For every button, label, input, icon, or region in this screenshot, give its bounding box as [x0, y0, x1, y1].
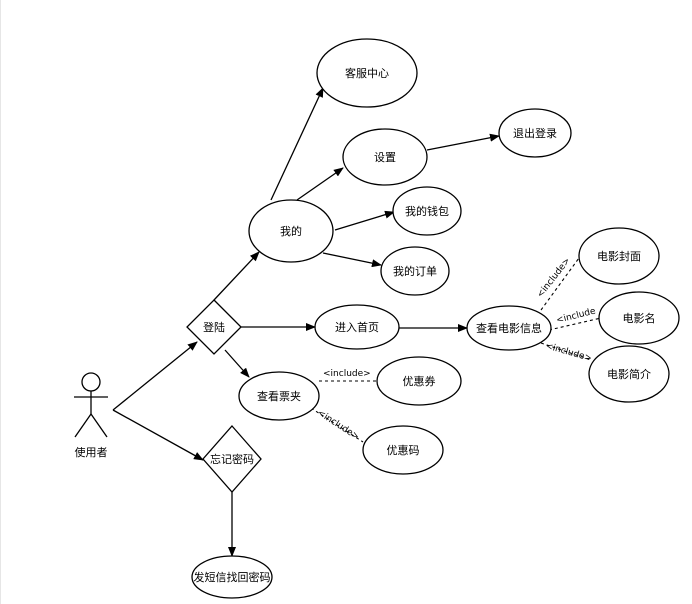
- include-label-coupon-code: <include>: [315, 408, 360, 442]
- customer-service-label: 客服中心: [345, 66, 389, 80]
- use-case-wallet[interactable]: 我的钱包: [392, 186, 462, 236]
- include-label-intro: <include>: [544, 341, 593, 364]
- movie-cover-label: 电影封面: [597, 249, 641, 263]
- use-case-mine[interactable]: 我的: [248, 199, 334, 263]
- actor-figure: [74, 372, 108, 438]
- coupon-code-label: 优惠码: [387, 443, 420, 457]
- wallet-label: 我的钱包: [405, 204, 449, 218]
- edge-mine-service: [270, 87, 324, 201]
- movie-info-label: 查看电影信息: [476, 321, 542, 335]
- include-edge-coupon-code: [310, 407, 364, 443]
- use-case-coupon-code[interactable]: 优惠码: [362, 425, 444, 475]
- use-case-customer-service[interactable]: 客服中心: [316, 38, 418, 108]
- edge-mine-orders: [322, 252, 382, 268]
- include-edge-name: [548, 317, 602, 331]
- edge-mine-settings: [296, 167, 344, 201]
- use-case-logout[interactable]: 退出登录: [498, 108, 572, 158]
- edge-login-tickets: [224, 349, 250, 378]
- login-node[interactable]: 登陆: [186, 299, 242, 355]
- use-case-orders[interactable]: 我的订单: [380, 246, 450, 296]
- settings-label: 设置: [374, 151, 396, 164]
- edge-login-mine: [213, 251, 260, 301]
- use-case-settings[interactable]: 设置: [342, 128, 428, 186]
- include-edges: [310, 257, 602, 443]
- include-edge-intro: [540, 342, 592, 361]
- mine-label: 我的: [280, 224, 302, 238]
- use-case-home[interactable]: 进入首页: [314, 304, 400, 350]
- movie-name-label: 电影名: [623, 311, 656, 325]
- edge-mine-wallet: [334, 210, 395, 231]
- use-case-tickets[interactable]: 查看票夹: [238, 371, 320, 421]
- login-label: 登陆: [203, 320, 225, 334]
- edges: [112, 87, 500, 557]
- use-case-movie-name[interactable]: 电影名: [598, 291, 680, 345]
- use-case-movie-cover[interactable]: 电影封面: [578, 227, 660, 285]
- actor-label: 使用者: [75, 446, 108, 459]
- use-case-movie-intro[interactable]: 电影简介: [588, 345, 670, 403]
- edge-settings-logout: [426, 133, 500, 151]
- actor-head: [81, 372, 101, 392]
- edge-actor-forgot: [112, 409, 204, 461]
- use-case-movie-info[interactable]: 查看电影信息: [466, 305, 552, 351]
- coupon-ticket-label: 优惠券: [403, 374, 436, 388]
- logout-label: 退出登录: [513, 126, 557, 140]
- include-label-coupon-ticket: <include>: [323, 369, 371, 379]
- use-case-coupon-ticket[interactable]: 优惠券: [376, 356, 462, 406]
- forgot-password-diamond: [202, 425, 262, 493]
- login-diamond: [186, 299, 242, 355]
- orders-label: 我的订单: [393, 264, 437, 278]
- forgot-password-node[interactable]: 忘记密码: [202, 425, 262, 493]
- home-label: 进入首页: [335, 320, 379, 334]
- include-label-cover: <include>: [535, 256, 572, 300]
- movie-intro-label: 电影简介: [607, 367, 651, 381]
- include-edge-cover: [540, 257, 580, 311]
- sms-recover-label: 发短信找回密码: [194, 570, 271, 584]
- edge-actor-login: [112, 341, 198, 411]
- include-label-name: <include: [555, 306, 597, 326]
- forgot-password-label: 忘记密码: [210, 452, 254, 466]
- use-case-sms-recover[interactable]: 发短信找回密码: [191, 555, 273, 599]
- tickets-label: 查看票夹: [257, 389, 301, 403]
